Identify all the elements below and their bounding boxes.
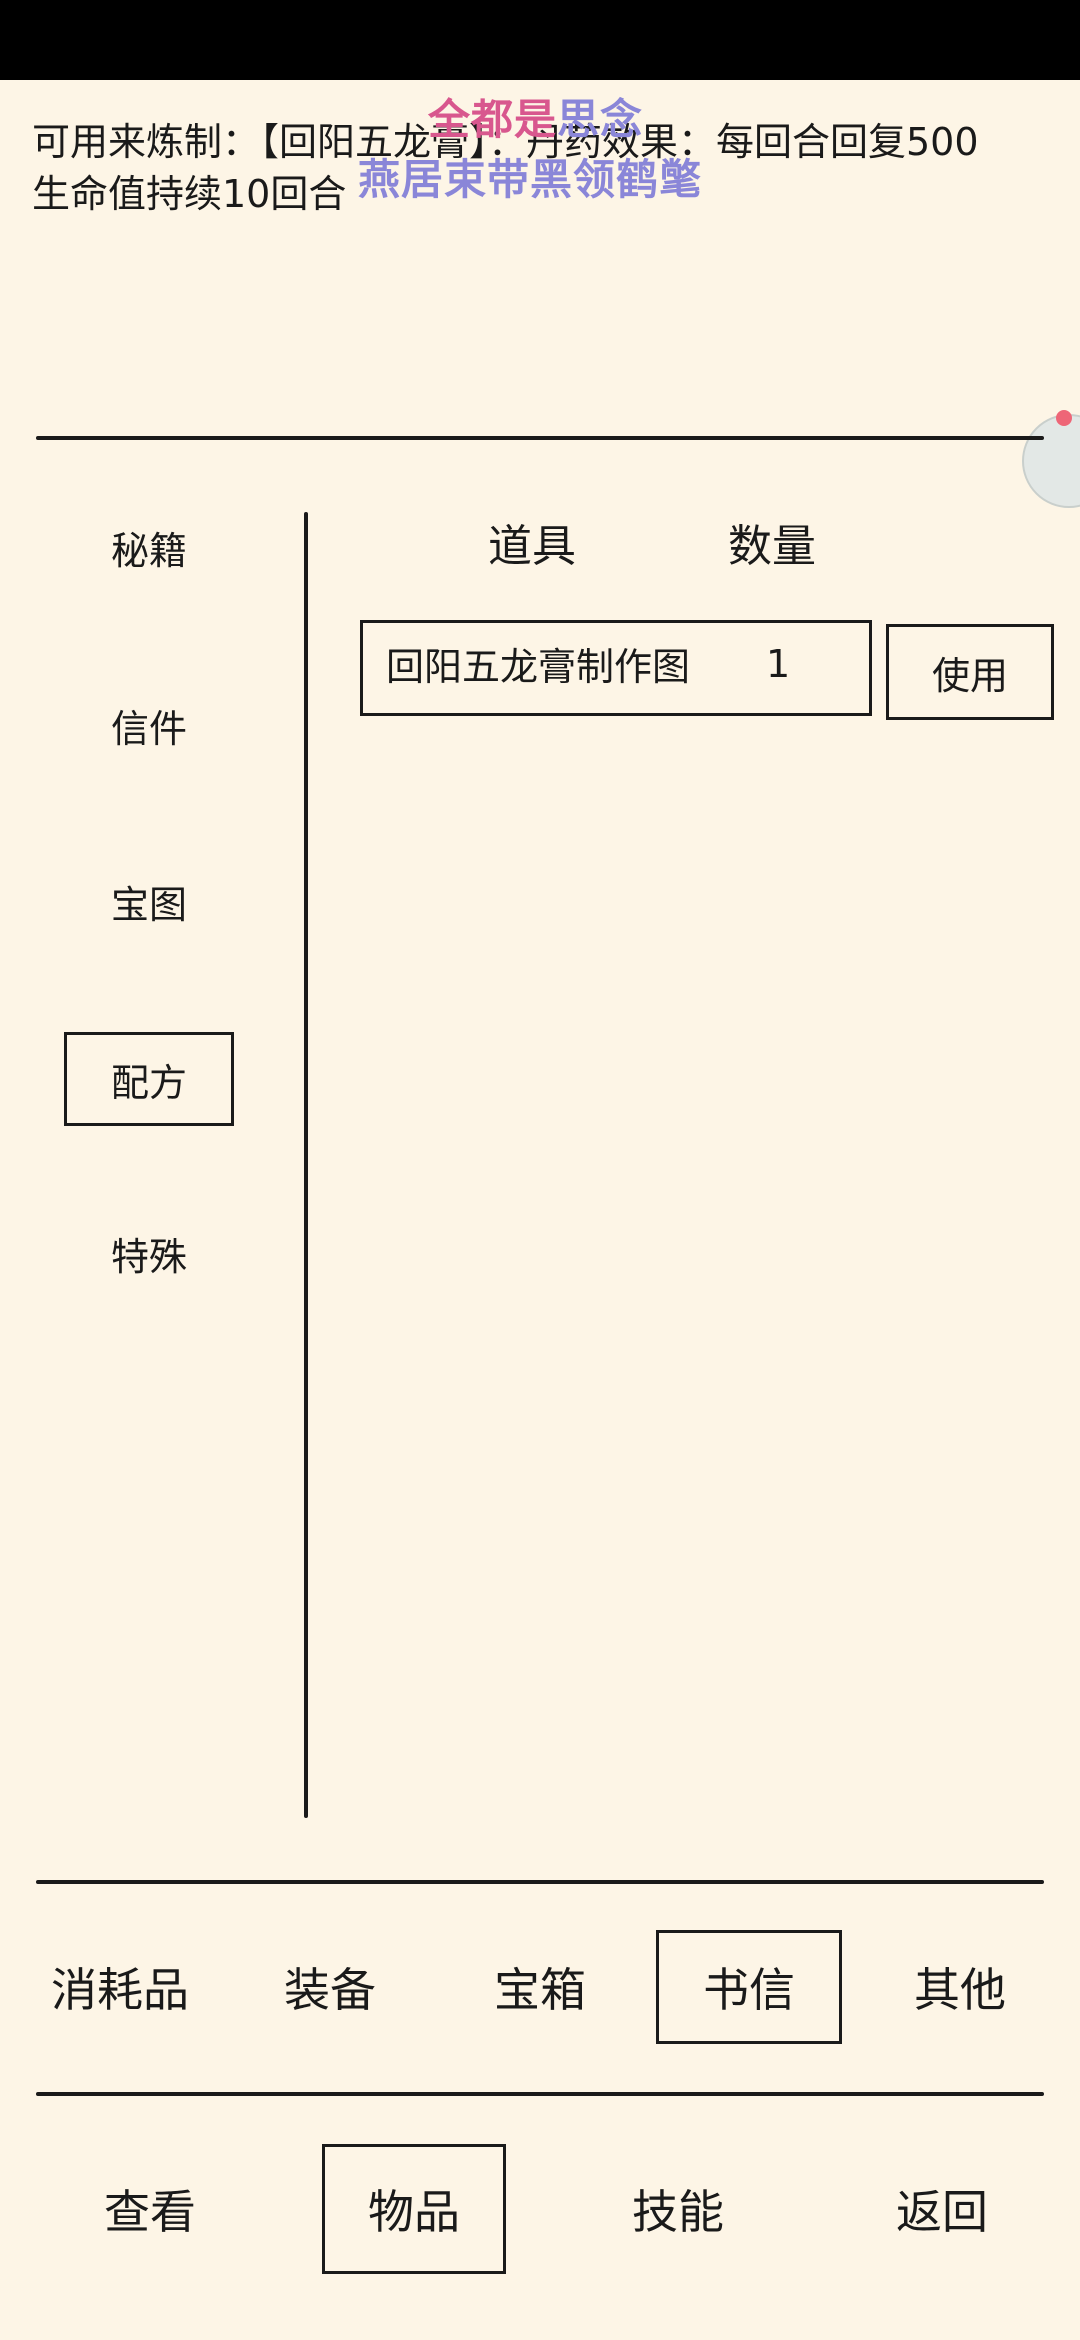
column-header-item: 道具 bbox=[488, 521, 576, 572]
nav-divider bbox=[36, 2092, 1044, 2096]
use-button[interactable]: 使用 bbox=[886, 624, 1054, 720]
item-name: 回阳五龙膏制作图 bbox=[386, 645, 691, 689]
use-button-label: 使用 bbox=[931, 653, 1008, 698]
sidebar-item-secret-books[interactable]: 秘籍 bbox=[64, 500, 234, 594]
tab-label: 宝箱 bbox=[494, 1963, 586, 2017]
status-bar bbox=[0, 0, 1080, 80]
table-row[interactable] bbox=[360, 620, 872, 716]
tab-equipment[interactable]: 装备 bbox=[250, 1930, 410, 2044]
sidebar-item-letters[interactable]: 信件 bbox=[64, 678, 234, 772]
tab-other[interactable]: 其他 bbox=[880, 1930, 1040, 2044]
sidebar-divider bbox=[304, 512, 308, 1818]
nav-label: 物品 bbox=[368, 2185, 460, 2239]
floating-text-1a: 全都是 bbox=[428, 95, 558, 144]
tab-letters[interactable]: 书信 bbox=[656, 1930, 842, 2044]
sidebar-item-label: 配方 bbox=[110, 1060, 187, 1105]
item-quantity: 1 bbox=[766, 642, 791, 686]
nav-label: 技能 bbox=[632, 2185, 724, 2239]
tab-label: 消耗品 bbox=[51, 1963, 189, 2017]
nav-items[interactable]: 物品 bbox=[322, 2144, 506, 2274]
column-header-quantity: 数量 bbox=[728, 521, 816, 572]
item-description: 可用来炼制：【回阳五龙膏】：丹药效果：每回合回复500 生命值持续10回合 bbox=[32, 116, 1032, 220]
sidebar-item-label: 特殊 bbox=[110, 1234, 187, 1279]
sidebar-item-recipes[interactable]: 配方 bbox=[64, 1032, 234, 1126]
tab-label: 书信 bbox=[703, 1963, 795, 2017]
sidebar-item-label: 秘籍 bbox=[110, 528, 187, 573]
tab-consumables[interactable]: 消耗品 bbox=[40, 1930, 200, 2044]
nav-label: 返回 bbox=[896, 2185, 988, 2239]
floating-text-1: 全都是思念 bbox=[428, 86, 643, 147]
tab-label: 其他 bbox=[914, 1963, 1006, 2017]
nav-skills[interactable]: 技能 bbox=[598, 2144, 758, 2274]
nav-label: 查看 bbox=[104, 2185, 196, 2239]
tab-label: 装备 bbox=[284, 1963, 376, 2017]
floating-text-1b: 思念 bbox=[557, 95, 644, 144]
nav-back[interactable]: 返回 bbox=[862, 2144, 1022, 2274]
sidebar-item-treasure-maps[interactable]: 宝图 bbox=[64, 854, 234, 948]
nav-view[interactable]: 查看 bbox=[70, 2144, 230, 2274]
category-divider-top bbox=[36, 1880, 1044, 1884]
notification-dot bbox=[1056, 410, 1072, 426]
description-line-2: 生命值持续10回合 bbox=[32, 172, 347, 216]
description-line-1: 可用来炼制：【回阳五龙膏】：丹药效果：每回合回复500 bbox=[32, 120, 979, 164]
floating-assistant-ball[interactable] bbox=[1022, 414, 1080, 508]
sidebar-item-special[interactable]: 特殊 bbox=[64, 1206, 234, 1300]
floating-text-2: 燕居束带黑领鹤氅 bbox=[358, 155, 703, 204]
tab-chests[interactable]: 宝箱 bbox=[460, 1930, 620, 2044]
top-divider bbox=[36, 436, 1044, 440]
sidebar-item-label: 信件 bbox=[110, 706, 187, 751]
sidebar-item-label: 宝图 bbox=[110, 882, 187, 927]
